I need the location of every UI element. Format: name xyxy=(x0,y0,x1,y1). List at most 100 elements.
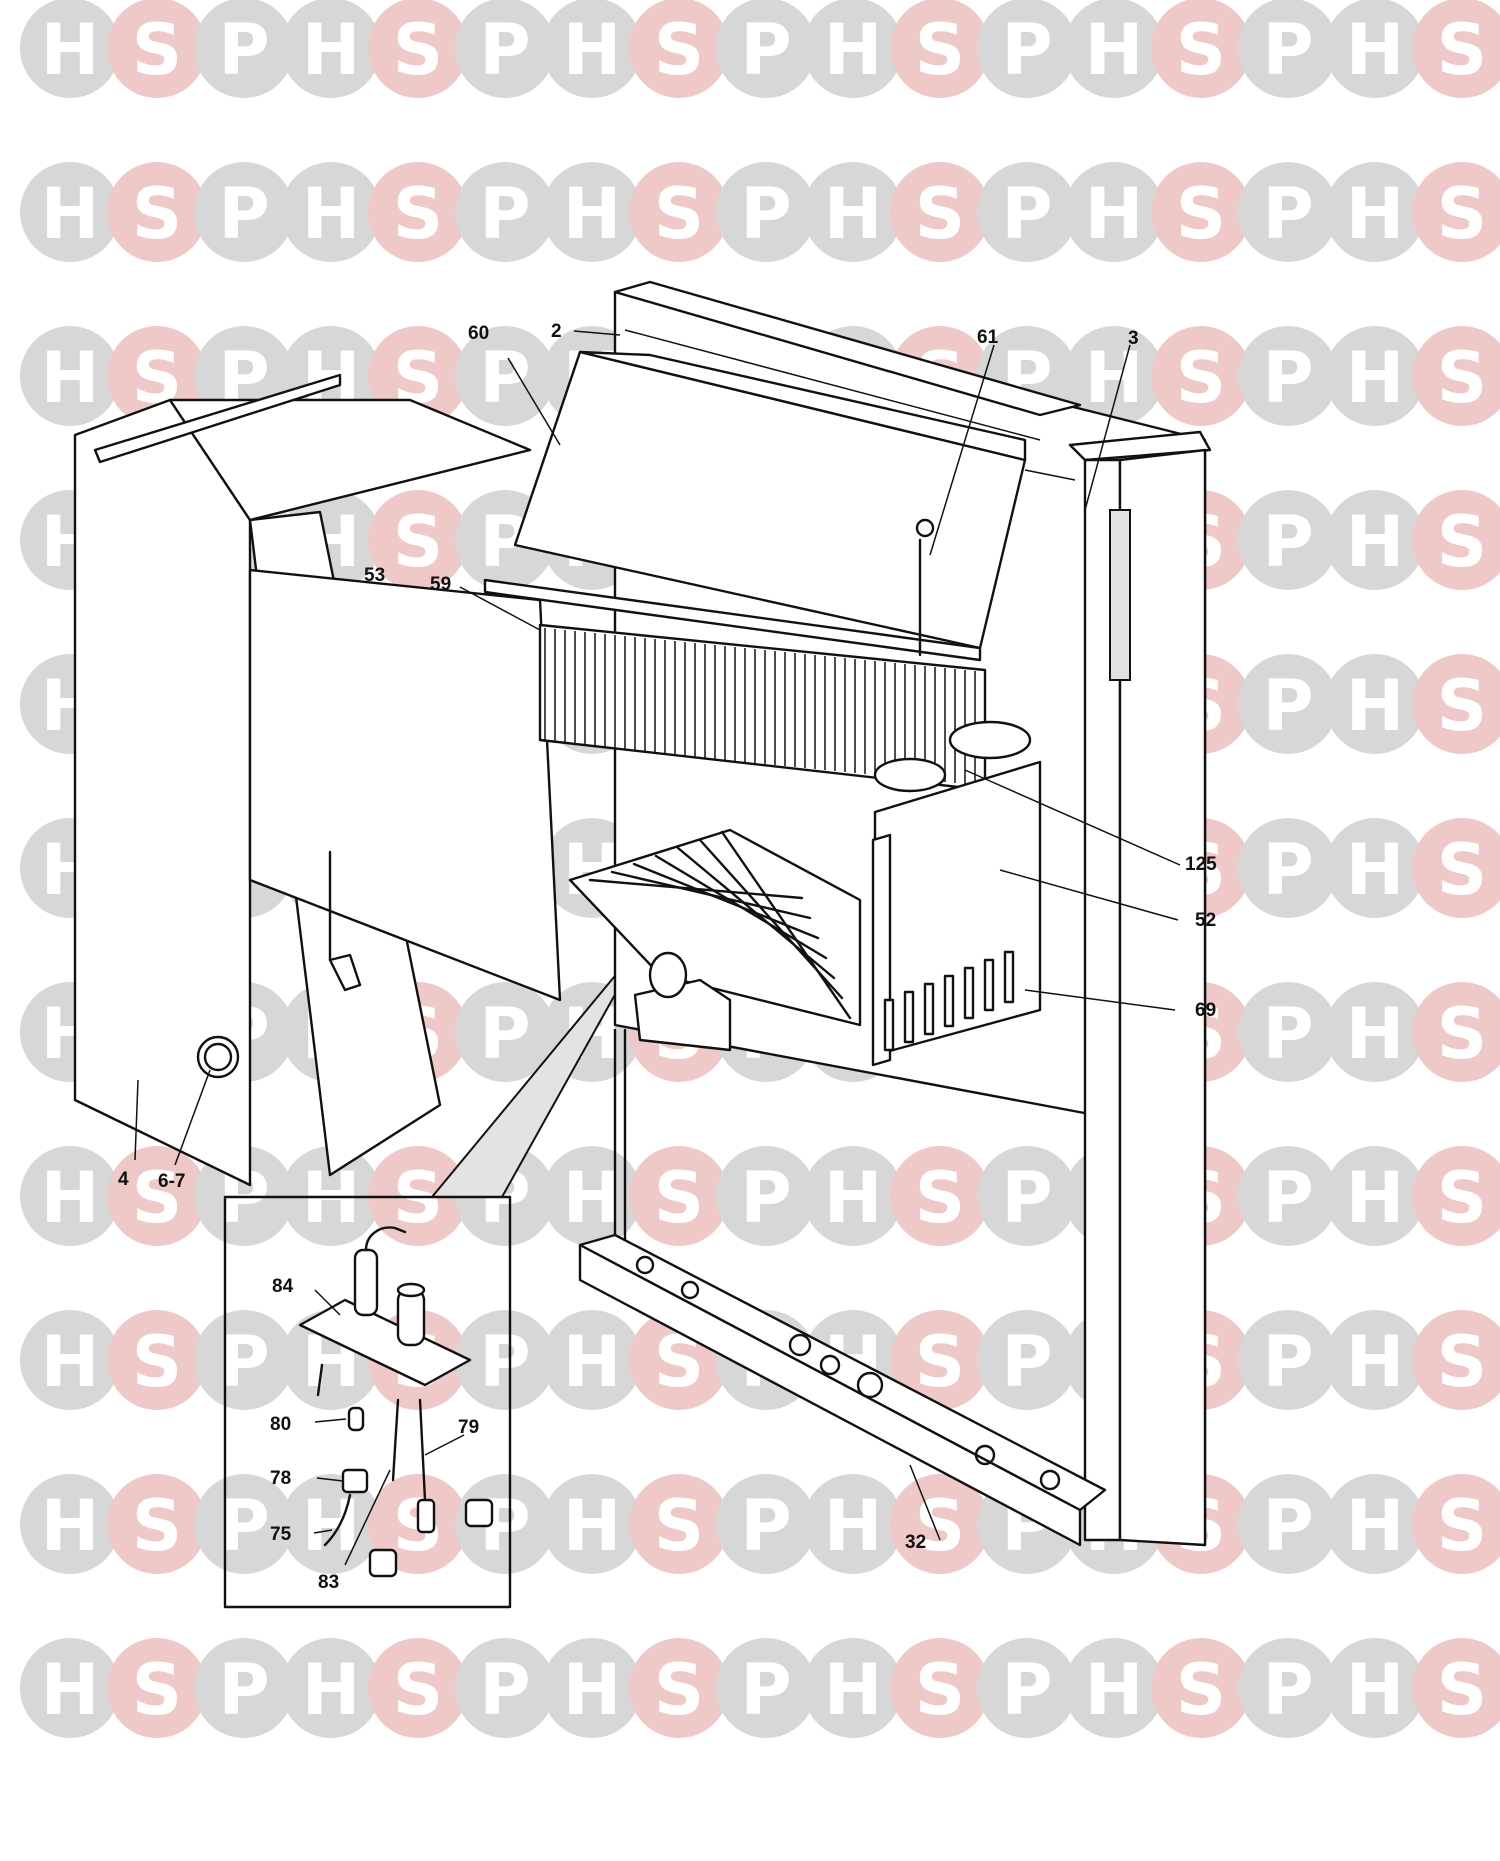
watermark-disc xyxy=(368,1638,468,1738)
watermark-letter: H xyxy=(1085,173,1144,255)
watermark-letter: H xyxy=(1346,665,1405,747)
watermark-letter: P xyxy=(479,1321,530,1403)
watermark-letter: S xyxy=(654,173,704,255)
watermark-disc xyxy=(629,1474,729,1574)
watermark-letter: S xyxy=(132,1485,182,1567)
watermark-disc xyxy=(1238,1638,1338,1738)
leader-lines xyxy=(134,330,1181,1566)
watermark-letter: H xyxy=(563,173,622,255)
watermark-disc xyxy=(1412,654,1500,754)
watermark-letter: P xyxy=(1262,665,1313,747)
flame-tube xyxy=(883,998,895,1052)
watermark-letter: P xyxy=(1001,1157,1052,1239)
watermark-letter: H xyxy=(824,1485,883,1567)
watermark-letter: P xyxy=(1001,1321,1052,1403)
watermark-letter: S xyxy=(1437,829,1487,911)
watermark-letter: H xyxy=(1085,1649,1144,1731)
flame-tube xyxy=(903,990,915,1044)
watermark-disc xyxy=(1412,1638,1500,1738)
part-label-3: 3 xyxy=(1128,328,1139,349)
watermark-disc xyxy=(1325,654,1425,754)
watermark-disc xyxy=(542,1474,642,1574)
watermark-disc xyxy=(1325,326,1425,426)
watermark-disc xyxy=(1238,326,1338,426)
watermark-disc xyxy=(368,490,468,590)
watermark-letter: H xyxy=(563,1485,622,1567)
watermark-disc xyxy=(803,1474,903,1574)
watermark-disc xyxy=(1325,1638,1425,1738)
part-label-4: 4 xyxy=(118,1169,129,1190)
watermark-disc xyxy=(977,1146,1077,1246)
watermark-letter: S xyxy=(132,9,182,91)
watermark-letter: S xyxy=(132,173,182,255)
watermark-letter: P xyxy=(1262,501,1313,583)
watermark-letter: H xyxy=(302,1485,361,1567)
part-label-6-7: 6-7 xyxy=(158,1171,185,1192)
watermark-disc xyxy=(368,162,468,262)
watermark-disc xyxy=(1325,818,1425,918)
part-label-79: 79 xyxy=(458,1417,479,1438)
watermark-disc xyxy=(455,0,555,98)
watermark-disc xyxy=(281,0,381,98)
watermark-letter: P xyxy=(1262,993,1313,1075)
watermark-disc xyxy=(1325,490,1425,590)
watermark-disc xyxy=(629,1146,729,1246)
watermark-disc xyxy=(1064,162,1164,262)
watermark-disc xyxy=(1151,1638,1251,1738)
watermark-disc xyxy=(803,162,903,262)
watermark-letter: H xyxy=(824,9,883,91)
watermark-disc xyxy=(803,1146,903,1246)
watermark-disc xyxy=(1238,818,1338,918)
watermark-letter: P xyxy=(1262,337,1313,419)
watermark-letter: P xyxy=(1262,1321,1313,1403)
watermark-letter: S xyxy=(1437,1485,1487,1567)
watermark-letter: S xyxy=(132,1157,182,1239)
watermark-disc xyxy=(890,162,990,262)
watermark-disc xyxy=(455,1310,555,1410)
watermark-disc xyxy=(1412,326,1500,426)
watermark-letter: P xyxy=(218,1321,269,1403)
watermark-disc xyxy=(1064,1638,1164,1738)
flame-tube xyxy=(983,958,995,1012)
watermark-disc xyxy=(20,1146,120,1246)
watermark-letter: S xyxy=(132,1649,182,1731)
watermark-letter: S xyxy=(1437,1157,1487,1239)
watermark-letter: H xyxy=(1346,829,1405,911)
part-label-80: 80 xyxy=(270,1414,291,1435)
watermark-disc xyxy=(1325,162,1425,262)
watermark-disc xyxy=(1325,1474,1425,1574)
watermark-disc xyxy=(1238,1146,1338,1246)
watermark-letter: S xyxy=(1176,1649,1226,1731)
watermark-disc xyxy=(194,0,294,98)
part-label-2: 2 xyxy=(551,321,562,342)
watermark-letter: S xyxy=(654,9,704,91)
watermark-disc xyxy=(1412,490,1500,590)
watermark-disc xyxy=(1412,0,1500,98)
watermark-disc xyxy=(542,1310,642,1410)
watermark-letter: P xyxy=(740,1649,791,1731)
watermark-letter: S xyxy=(132,1321,182,1403)
watermark-letter: H xyxy=(1346,9,1405,91)
watermark-disc xyxy=(368,0,468,98)
part-label-32: 32 xyxy=(905,1532,926,1553)
watermark-disc xyxy=(716,0,816,98)
watermark-disc xyxy=(281,1474,381,1574)
watermark-disc xyxy=(1325,0,1425,98)
watermark-disc xyxy=(803,0,903,98)
part-label-84: 84 xyxy=(272,1276,294,1297)
watermark-letter: H xyxy=(41,173,100,255)
watermark-disc xyxy=(107,162,207,262)
watermark-letter: S xyxy=(915,1321,965,1403)
watermark-letter: S xyxy=(915,1649,965,1731)
watermark-letter: P xyxy=(1262,1157,1313,1239)
watermark-disc xyxy=(107,0,207,98)
watermark-disc xyxy=(1238,1474,1338,1574)
burner-bar xyxy=(720,830,852,1020)
watermark-letter: P xyxy=(1001,9,1052,91)
watermark-disc xyxy=(1325,1310,1425,1410)
watermark-disc xyxy=(716,162,816,262)
inset-detail-box xyxy=(223,975,624,1609)
watermark-disc xyxy=(890,0,990,98)
part-label-61: 61 xyxy=(977,327,999,348)
watermark-letter: S xyxy=(654,1649,704,1731)
